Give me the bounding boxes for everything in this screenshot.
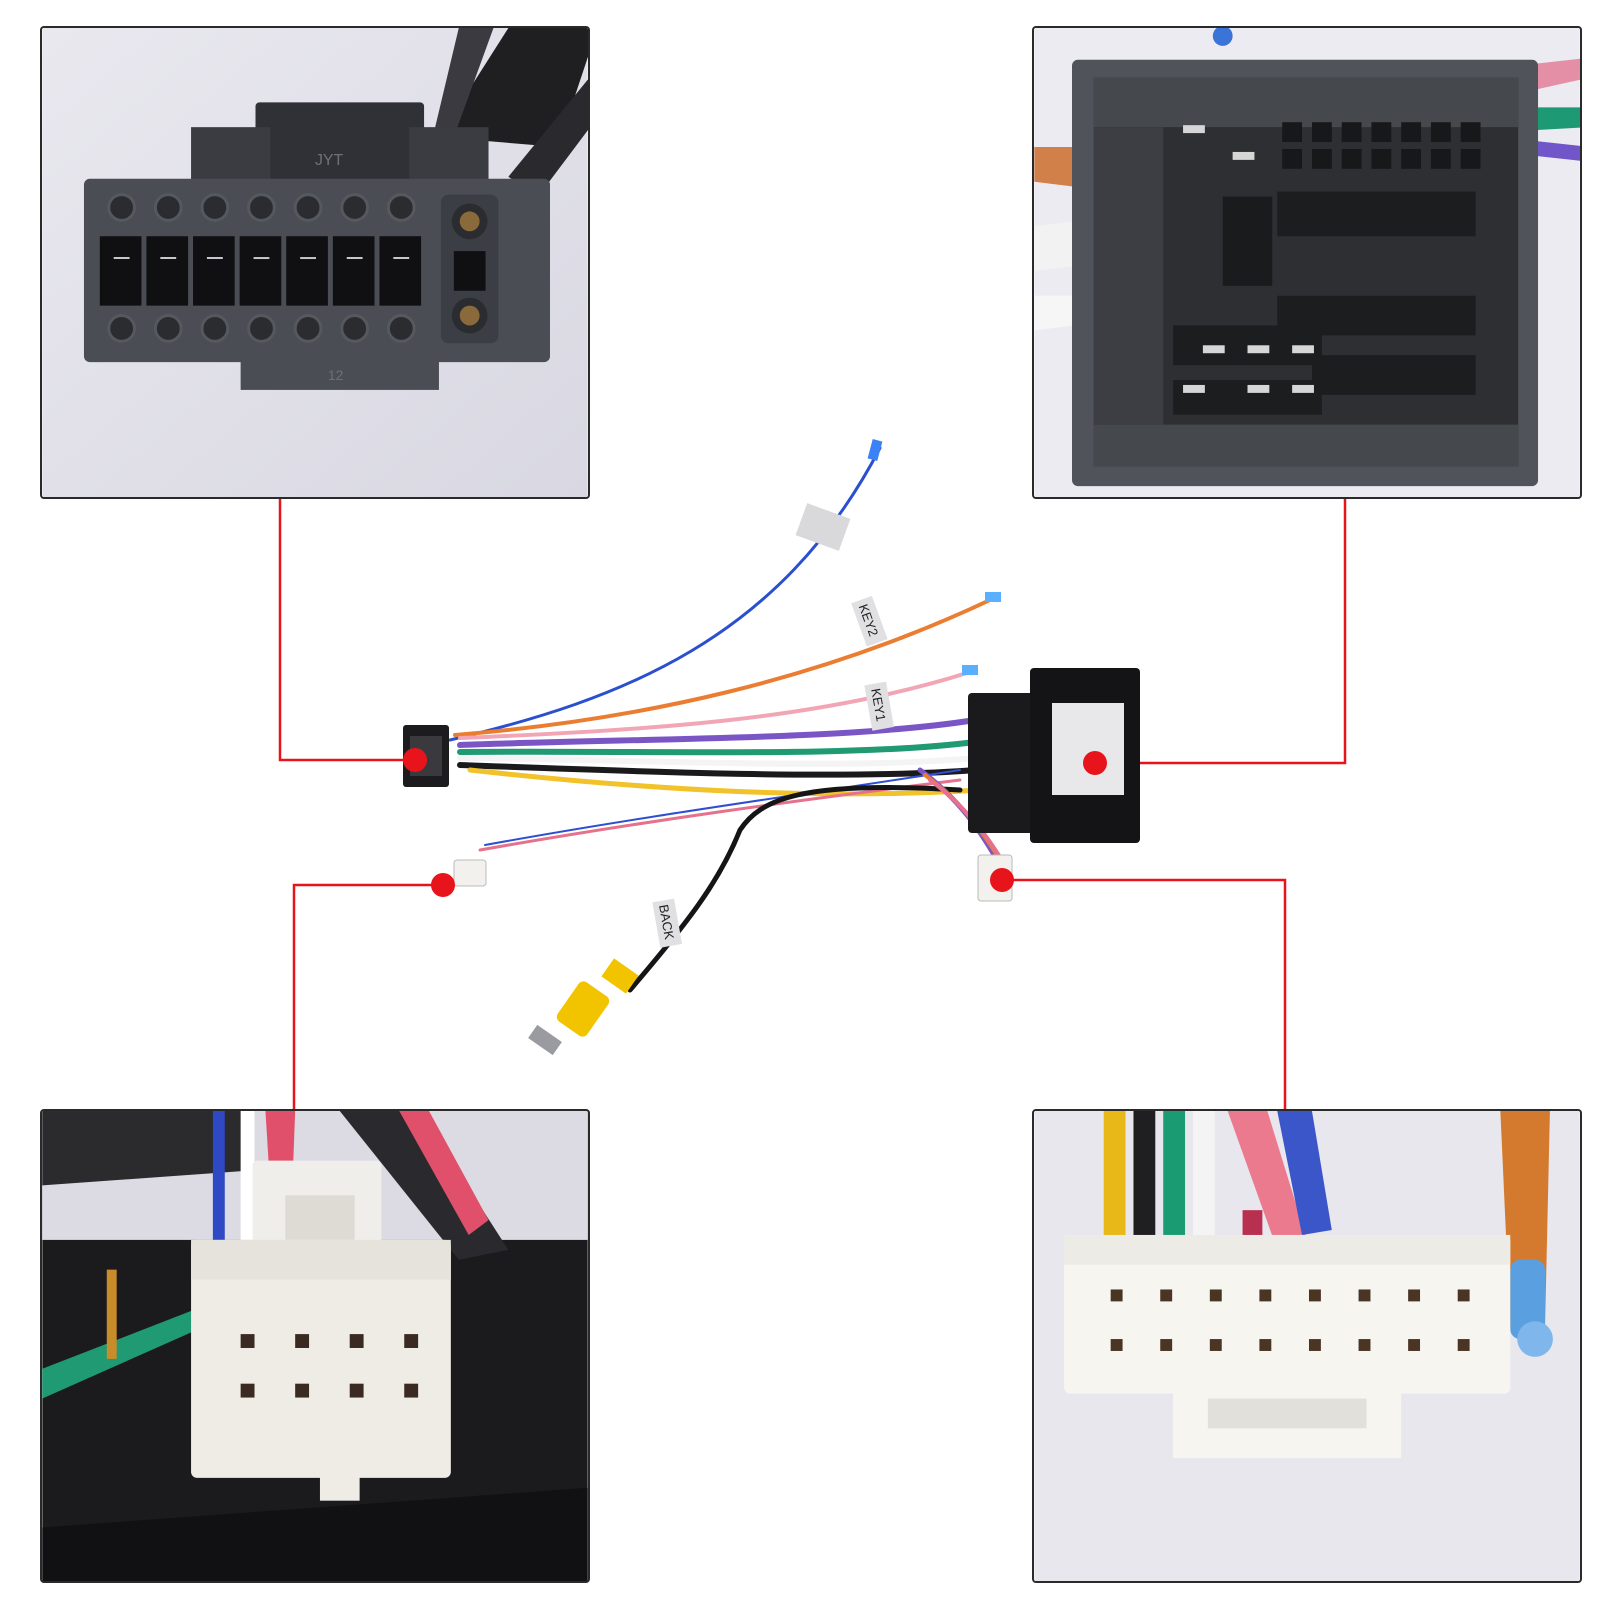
rca-plug-icon [528,958,639,1056]
callout-dots [403,748,1107,897]
blue-signal-wire [484,769,961,846]
leader-line-bottom-right [1002,878,1287,1109]
black-bundle-wire [457,762,978,778]
callout-dot-top-right [1083,751,1107,775]
leader-lines [278,499,1347,1109]
panel-8pin-white-connector [40,1109,590,1583]
leader-line-top-left [278,499,415,762]
white-8pin-connector-icon [42,1111,588,1581]
tag-unlabeled [795,503,851,551]
callout-dot-top-left [403,748,427,772]
white-16pin-connector-icon [1034,1111,1580,1581]
callout-dot-bottom-right [990,868,1014,892]
car-side-plug-icon [968,668,1140,843]
panel-16pin-black-connector: JYT 12 [40,26,590,499]
white-8pin-plug-icon [453,859,487,887]
yellow-wire [467,767,983,797]
pink-wire-end-icon [962,665,978,675]
green-wire [457,739,978,756]
leader-line-top-right [1095,499,1347,765]
orange-wire-end-icon [985,592,1001,602]
leader-line-bottom-left [292,883,443,1109]
blue-wire-end-icon [867,439,883,461]
white-wire [457,755,978,767]
connector-mark-bottom: 12 [328,367,344,383]
tag-key1: KEY1 [864,681,895,731]
panel-16pin-white-connector [1032,1109,1582,1583]
tag-back: BACK [652,898,683,948]
pink-wire [458,670,972,740]
callout-dot-bottom-left [431,873,455,897]
purple-wire [457,717,978,748]
tag-back-label: BACK [656,903,677,941]
black-16pin-connector-icon: JYT 12 [42,28,588,497]
car-side-connector-icon [1034,28,1580,497]
blue-wire [448,446,882,742]
tag-key1-label: KEY1 [868,687,889,722]
orange-wire [453,598,992,737]
tag-key2: KEY2 [851,595,888,647]
connector-mark-top: JYT [315,152,344,169]
panel-car-side-connector [1032,26,1582,499]
